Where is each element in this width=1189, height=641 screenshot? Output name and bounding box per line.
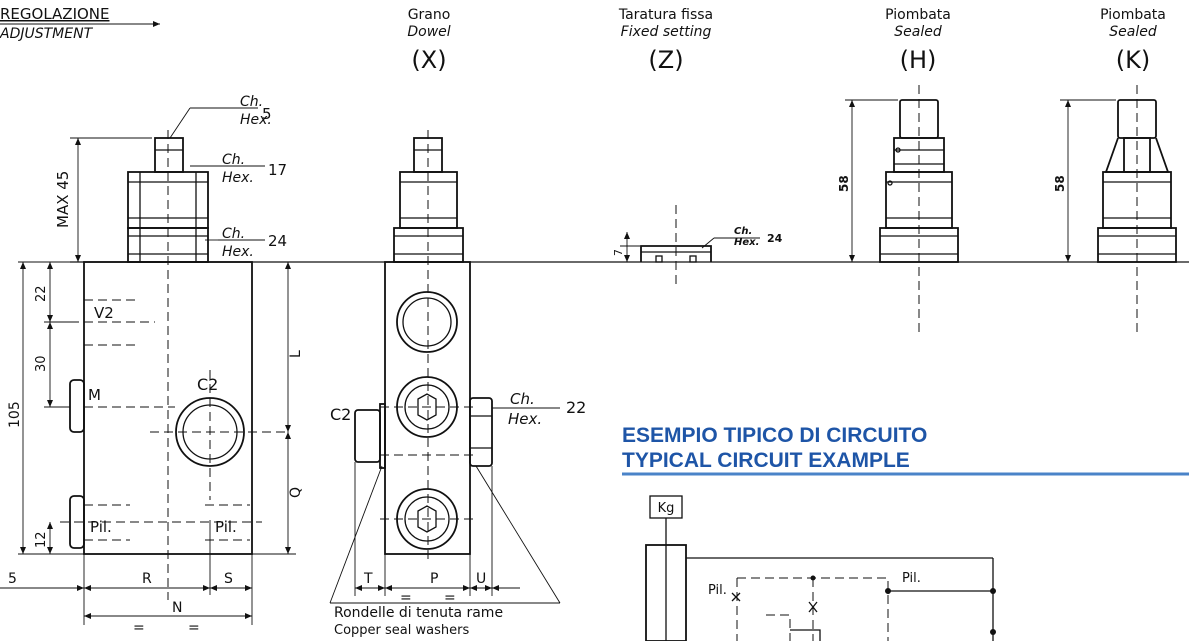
front-view-labels: Ch. Hex. 5 Ch. Hex. 17 Ch. Hex. 24 MAX 4… bbox=[7, 94, 304, 636]
option-fixed-en: Fixed setting bbox=[621, 24, 712, 40]
circuit-pil-left: Pil. bbox=[708, 583, 727, 598]
dim-7: 7 bbox=[612, 249, 625, 256]
hex-label-22-it: Ch. bbox=[510, 390, 535, 408]
dim-22: 22 bbox=[34, 285, 49, 302]
hex-label-24-en: Hex. bbox=[222, 244, 254, 260]
hex-label-22-en: Hex. bbox=[508, 410, 542, 428]
port-c2-front: C2 bbox=[197, 375, 218, 394]
washers-label-it: Rondelle di tenuta rame bbox=[334, 605, 503, 621]
hex-size-5: 5 bbox=[262, 105, 272, 123]
option-dowel-en: Dowel bbox=[407, 24, 450, 40]
option-fixed: Taratura fissa Fixed setting (Z) bbox=[618, 7, 713, 74]
hex-label-5-it: Ch. bbox=[240, 94, 263, 110]
option-dowel-code: (X) bbox=[411, 46, 446, 74]
front-view bbox=[0, 107, 296, 625]
option-sealed-k-code: (K) bbox=[1116, 46, 1150, 74]
dim-U: U bbox=[476, 571, 486, 587]
option-dowel-it: Grano bbox=[408, 7, 451, 23]
front-screw bbox=[154, 137, 184, 173]
hex-size-z24: 24 bbox=[767, 232, 783, 245]
option-sealed-k: Piombata Sealed (K) bbox=[1100, 7, 1166, 74]
dim-eq-4: = bbox=[444, 590, 456, 606]
dim-eq-2: = bbox=[188, 620, 200, 636]
port-v2: V2 bbox=[94, 304, 114, 322]
side-view-labels: C2 Ch. Hex. 22 T P U = = Rondelle di ten… bbox=[330, 390, 586, 638]
side-c2-plug bbox=[354, 409, 381, 463]
hex-size-22: 22 bbox=[566, 398, 586, 417]
dim-max45: MAX 45 bbox=[54, 171, 72, 228]
hex-label-17-it: Ch. bbox=[222, 152, 245, 168]
cylinder bbox=[645, 544, 687, 641]
dim-R: R bbox=[142, 571, 152, 587]
dim-P: P bbox=[430, 571, 438, 587]
hex-size-17: 17 bbox=[268, 161, 287, 179]
load-label: Kg bbox=[658, 501, 675, 516]
dim-eq-3: = bbox=[400, 590, 412, 606]
option-sealed-h: Piombata Sealed (H) bbox=[885, 7, 951, 74]
option-sealed-h-en: Sealed bbox=[894, 24, 942, 40]
dim-12: 12 bbox=[34, 531, 49, 548]
option-sealed-k-en: Sealed bbox=[1109, 24, 1157, 40]
circuit-pil-right: Pil. bbox=[902, 571, 921, 586]
option-sealed-h-code: (H) bbox=[900, 46, 937, 74]
side-pilot-plug bbox=[469, 397, 493, 467]
dim-58-h: 58 bbox=[837, 175, 851, 192]
option-fixed-it: Taratura fissa bbox=[618, 7, 713, 23]
dim-eq-1: = bbox=[133, 620, 145, 636]
side-view bbox=[329, 130, 561, 604]
adjustment-label-en: ADJUSTMENT bbox=[0, 26, 94, 42]
hex-label-24-it: Ch. bbox=[222, 226, 245, 242]
dim-5: 5 bbox=[8, 571, 17, 587]
option-sealed-k-it: Piombata bbox=[1100, 7, 1166, 23]
dim-N: N bbox=[172, 600, 182, 616]
fixed-setting-view: 7 Ch. Hex. 24 bbox=[612, 205, 783, 285]
dim-58-k: 58 bbox=[1053, 175, 1067, 192]
adjustment-label-it: REGOLAZIONE bbox=[0, 5, 110, 23]
hex-size-24: 24 bbox=[268, 232, 287, 250]
port-m: M bbox=[88, 386, 101, 404]
dim-T: T bbox=[363, 571, 373, 587]
option-sealed-h-it: Piombata bbox=[885, 7, 951, 23]
front-m-plug bbox=[69, 379, 85, 433]
circuit-title-it: ESEMPIO TIPICO DI CIRCUITO bbox=[622, 424, 927, 447]
option-fixed-code: (Z) bbox=[648, 46, 683, 74]
sealed-h-view: 58 bbox=[837, 85, 959, 335]
dim-Q: Q bbox=[288, 487, 304, 498]
washers-label-en: Copper seal washers bbox=[334, 623, 469, 638]
port-pil-right: Pil. bbox=[215, 518, 237, 536]
port-c2-side: C2 bbox=[330, 405, 351, 424]
circuit-title-en: TYPICAL CIRCUIT EXAMPLE bbox=[622, 449, 910, 472]
dim-105: 105 bbox=[7, 401, 23, 428]
hex-label-17-en: Hex. bbox=[222, 170, 254, 186]
dim-L: L bbox=[288, 350, 304, 358]
sealed-k-view: 58 bbox=[1053, 85, 1177, 335]
hex-label-z-en: Hex. bbox=[734, 237, 759, 248]
option-dowel: Grano Dowel (X) bbox=[407, 7, 450, 74]
adjustment-header: REGOLAZIONE ADJUSTMENT bbox=[0, 5, 160, 42]
port-pil-left: Pil. bbox=[90, 518, 112, 536]
circuit-example: ESEMPIO TIPICO DI CIRCUITO TYPICAL CIRCU… bbox=[622, 424, 1189, 641]
hex-label-5-en: Hex. bbox=[240, 112, 272, 128]
dim-30: 30 bbox=[34, 355, 49, 372]
front-pil-plug bbox=[69, 495, 85, 549]
hex-label-z-it: Ch. bbox=[734, 226, 752, 237]
dim-S: S bbox=[224, 571, 233, 587]
